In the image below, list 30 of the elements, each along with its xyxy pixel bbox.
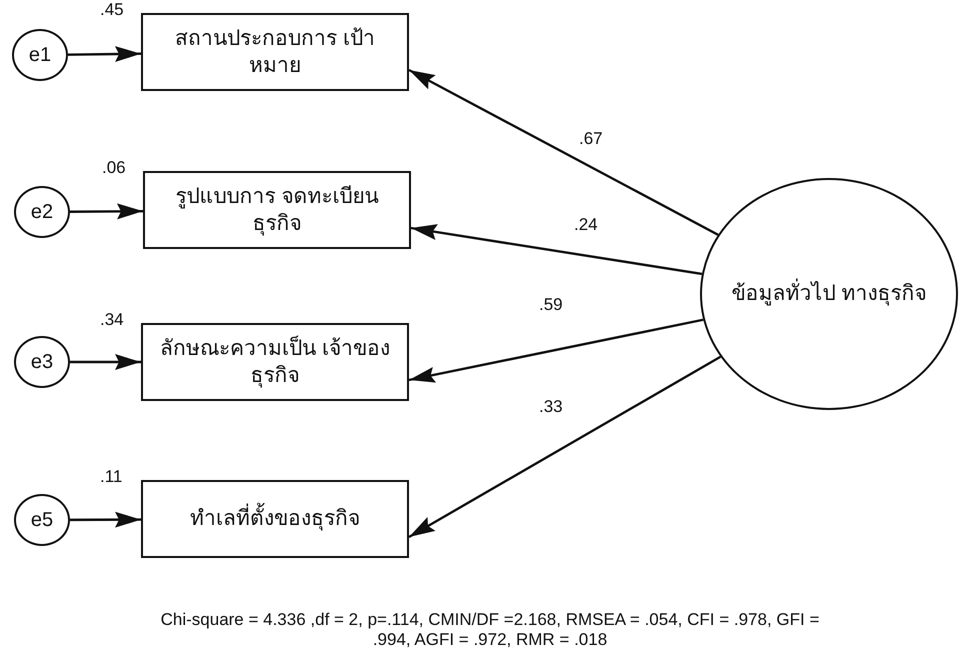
- edge-label: .59: [538, 296, 564, 313]
- r-squared-value: .45: [99, 1, 125, 18]
- error-label: e2: [30, 200, 54, 224]
- path-arrow: [70, 203, 144, 220]
- variable-label: ทำเลที่ตั้งของธุรกิจ: [176, 505, 374, 533]
- r-squared-value: .11: [99, 468, 124, 485]
- path-arrow: [68, 46, 142, 62]
- error-label: e5: [30, 508, 54, 532]
- path-arrow: [408, 68, 719, 236]
- path-arrow: [410, 224, 702, 276]
- variable-label: รูปแบบการ จดทะเบียนธุรกิจ: [174, 184, 380, 238]
- variable-label: สถานประกอบการ เป้าหมาย: [174, 26, 376, 79]
- edge-label: .67: [578, 130, 604, 147]
- path-arrow: [70, 512, 141, 528]
- path-arrow: [70, 354, 141, 370]
- variable-box: [141, 323, 409, 401]
- variable-box: [141, 13, 409, 91]
- error-label: e3: [30, 350, 54, 374]
- error-label: e1: [28, 44, 52, 66]
- edge-label: .33: [538, 398, 564, 415]
- latent-label: ข้อมูลทั่วไป ทางธุรกิจ: [718, 280, 940, 308]
- variable-label: ลักษณะความเป็น เจ้าของธุรกิจ: [159, 334, 391, 390]
- r-squared-value: .06: [101, 159, 127, 176]
- path-arrow: [408, 356, 722, 538]
- variable-box: [141, 480, 409, 558]
- path-arrow: [408, 318, 704, 383]
- r-squared-value: .34: [99, 311, 125, 328]
- variable-box: [143, 171, 411, 249]
- edge-label: .24: [573, 216, 599, 233]
- fit-statistics-caption: Chi-square = 4.336 ,df = 2, p=.114, CMIN/DF =2.168, RMSEA = .054, CFI = .978, GFI = .994, AGFI = .972, RMR = .018: [160, 610, 820, 651]
